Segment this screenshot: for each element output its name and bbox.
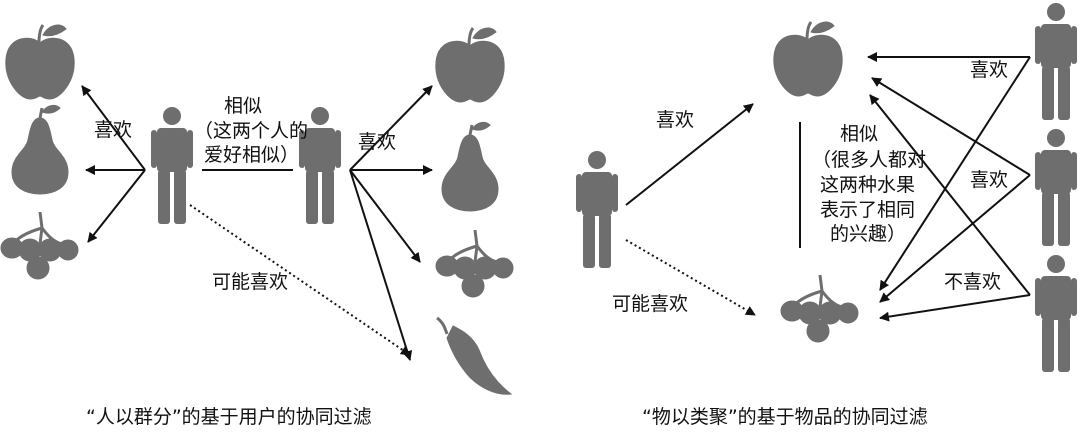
right-panel: 喜欢 可能喜欢 相似 （很多人都对 这两种水果 表示了相同 的兴趣） 喜欢 喜欢… (576, 3, 1077, 428)
chili-pepper-icon (435, 316, 513, 396)
person-icon-target-user (576, 151, 618, 268)
pear-icon (440, 120, 500, 213)
left-panel: 喜欢 相似 （这两个人的 爱好相似） 喜欢 可能喜欢 “人以群分”的基于用户的协… (0, 23, 515, 428)
like-arrow (871, 77, 1031, 176)
pear-icon (10, 103, 70, 196)
user-2-like-label: 喜欢 (970, 169, 1008, 191)
dislike-arrow (879, 294, 1031, 322)
like-arrow (349, 169, 413, 361)
person-icon-user-a (151, 107, 193, 224)
apple-icon (4, 23, 76, 101)
similar-note-line: 爱好相似） (204, 144, 299, 166)
like-arrow (87, 169, 146, 243)
grapes-icon (779, 273, 860, 344)
like-label: 喜欢 (656, 109, 694, 131)
similar-note-line: （很多人都对 (812, 149, 926, 171)
grapes-icon (0, 210, 80, 281)
similar-note-line: （这两个人的 (194, 120, 308, 142)
person-icon-user-2 (1035, 129, 1077, 246)
like-label: 喜欢 (358, 131, 396, 153)
similar-title: 相似 (224, 95, 262, 117)
right-caption: “物以类聚”的基于物品的协同过滤 (642, 406, 928, 428)
maybe-like-label: 可能喜欢 (212, 271, 288, 293)
apple-icon (772, 20, 844, 98)
similar-note-line: 这两种水果 (820, 174, 915, 196)
apple-icon (434, 26, 506, 104)
user-3-dislike-label: 不喜欢 (944, 271, 1001, 293)
like-arrow (879, 174, 1031, 303)
user-1-like-label: 喜欢 (970, 59, 1008, 81)
left-caption: “人以群分”的基于用户的协同过滤 (86, 406, 372, 428)
like-label: 喜欢 (94, 119, 132, 141)
person-icon-user-3 (1035, 255, 1077, 372)
dislike-arrow (869, 94, 1031, 296)
like-arrow (349, 85, 433, 171)
like-arrow (879, 56, 1031, 291)
like-arrow (81, 85, 146, 171)
similar-title: 相似 (840, 123, 878, 145)
person-icon-user-1 (1035, 3, 1077, 120)
maybe-like-label: 可能喜欢 (612, 293, 688, 315)
similar-note-line: 的兴趣） (830, 223, 906, 245)
maybe-like-dotted-arrow (189, 204, 411, 356)
grapes-icon (434, 228, 515, 299)
like-arrow (625, 103, 754, 206)
like-arrow (349, 169, 421, 263)
similar-note-line: 表示了相同 (820, 199, 915, 221)
